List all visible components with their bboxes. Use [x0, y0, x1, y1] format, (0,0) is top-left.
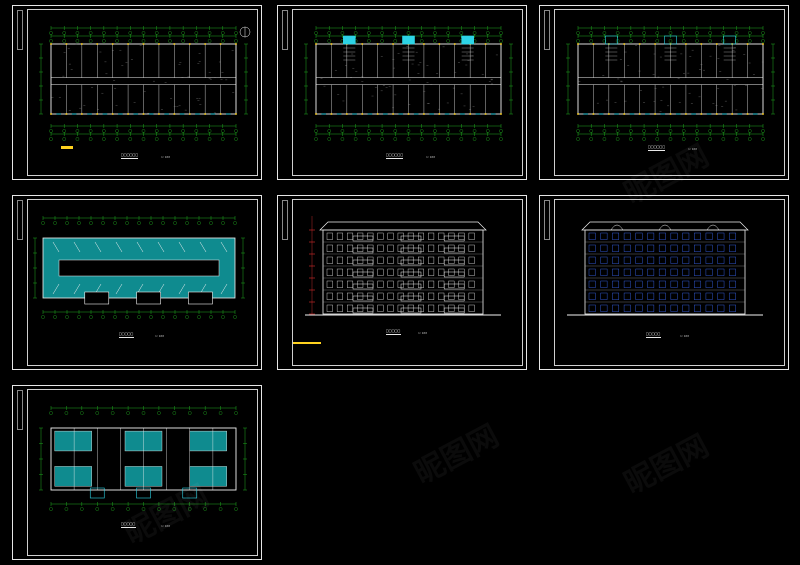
drawing-scale: 1:100 [161, 155, 170, 159]
sheet-first-floor-plan[interactable]: □□□□□□ 1:100 [12, 5, 262, 180]
sheet-unit-plan[interactable]: □□□□□ 1:100 [12, 385, 262, 560]
drawing-caption: □□□□□ [119, 331, 134, 338]
elevation-drawing [278, 196, 528, 371]
drawing-caption: □□□□□□ [648, 144, 665, 151]
sheet-north-elevation[interactable]: □□□□□ 1:100 [539, 195, 789, 370]
drawing-scale: 1:100 [426, 155, 435, 159]
drawing-caption: □□□□□ [386, 328, 401, 335]
watermark: 昵图网 [405, 411, 505, 492]
floor-plan-drawing [540, 6, 790, 181]
drawing-scale: 1:100 [161, 524, 170, 528]
drawing-scale: 1:100 [688, 147, 697, 151]
sheet-standard-floor-plan[interactable]: □□□□□□ 1:100 [277, 5, 527, 180]
drawing-scale: 1:100 [680, 334, 689, 338]
sheet-south-elevation[interactable]: □□□□□ 1:100 [277, 195, 527, 370]
drawing-caption: □□□□□ [646, 331, 661, 338]
unit-plan-drawing [13, 386, 263, 561]
sheet-roof-plan[interactable]: □□□□□ 1:100 [12, 195, 262, 370]
drawing-scale: 1:100 [155, 334, 164, 338]
drawing-caption: □□□□□□ [386, 152, 403, 159]
elevation-drawing [540, 196, 790, 371]
drawing-caption: □□□□□□ [121, 152, 138, 159]
roof-plan-drawing [13, 196, 263, 371]
watermark: 昵图网 [615, 421, 715, 502]
drawing-caption: □□□□□ [121, 521, 136, 528]
sheet-top-floor-plan[interactable]: □□□□□□ 1:100 [539, 5, 789, 180]
drawing-scale: 1:100 [418, 331, 427, 335]
